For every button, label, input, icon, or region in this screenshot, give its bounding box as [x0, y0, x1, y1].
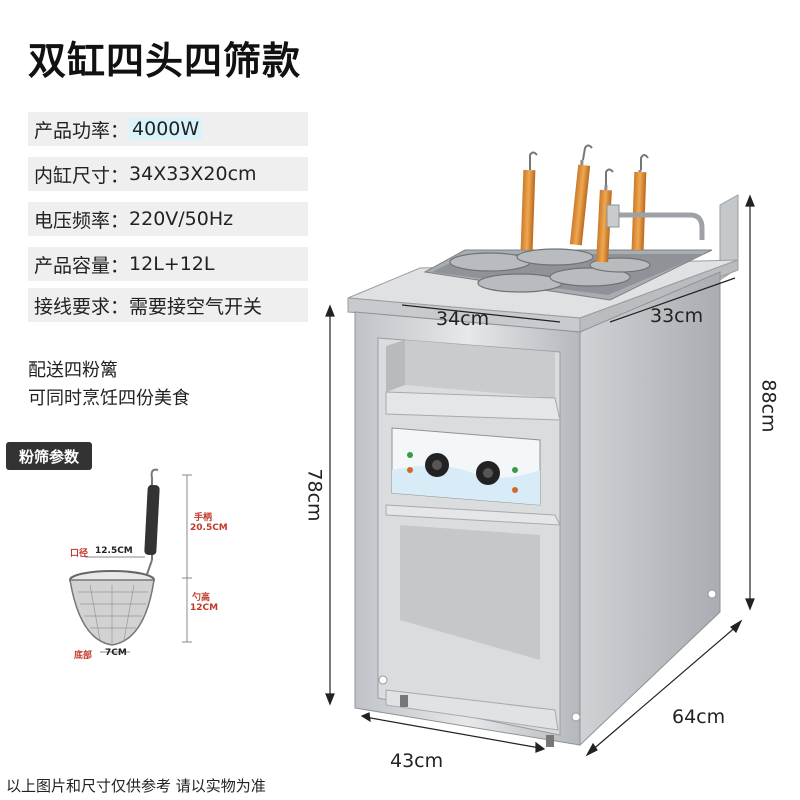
dim-depth: 64cm — [672, 706, 726, 728]
mouth-value: 12.5CM — [95, 546, 133, 556]
bottom-value: 7CM — [105, 648, 127, 658]
spec-label: 内缸尺寸： — [34, 164, 130, 187]
mouth-label: 口径 — [70, 549, 89, 559]
spec-label: 接线要求： — [34, 295, 130, 318]
spec-value: 4000W — [129, 118, 203, 140]
note-baskets: 配送四粉篱 — [28, 360, 118, 381]
product-title: 双缸四头四筛款 — [28, 39, 302, 83]
spec-value: 220V/50Hz — [129, 208, 234, 230]
spec-row-tank-size: 内缸尺寸： 34X33X20cm — [28, 157, 308, 191]
dim-body-height: 78cm — [303, 468, 326, 522]
dim-basin-depth: 33cm — [650, 305, 704, 327]
spec-value: 12L+12L — [129, 253, 215, 275]
basins-strainers — [449, 248, 651, 293]
bottom-label: 底部 — [74, 651, 93, 661]
cabinet — [354, 271, 721, 747]
note-cook-four: 可同时烹饪四份美食 — [28, 388, 190, 409]
spec-row-capacity: 产品容量： 12L+12L — [28, 247, 308, 281]
control-panel — [391, 427, 541, 506]
handle-label: 手柄 — [194, 513, 213, 523]
spec-row-wiring: 接线要求： 需要接空气开关 — [28, 288, 308, 322]
strainer-handles — [520, 144, 649, 263]
spec-value: 需要接空气开关 — [129, 295, 263, 318]
handle-value: 20.5CM — [190, 523, 228, 533]
spec-label: 产品容量： — [34, 254, 130, 277]
spec-row-voltage: 电压频率： 220V/50Hz — [28, 202, 308, 236]
faucet — [606, 204, 705, 240]
spec-label: 电压频率： — [34, 209, 130, 232]
strainer-illustration — [69, 468, 192, 653]
depth-value: 12CM — [190, 603, 219, 613]
dimension-lines — [325, 194, 755, 757]
disclaimer-text: 以上图片和尺寸仅供参考 请以实物为准 — [6, 777, 266, 795]
dim-overall-height: 88cm — [757, 379, 780, 433]
strainer-params-badge: 粉筛参数 — [6, 442, 92, 470]
spec-label: 产品功率： — [34, 119, 130, 142]
dim-basin-width: 34cm — [436, 308, 490, 330]
depth-label: 勺高 — [192, 593, 211, 603]
spec-row-power: 产品功率： 4000W — [28, 112, 308, 146]
dim-width: 43cm — [390, 750, 444, 772]
spec-value: 34X33X20cm — [129, 163, 257, 185]
